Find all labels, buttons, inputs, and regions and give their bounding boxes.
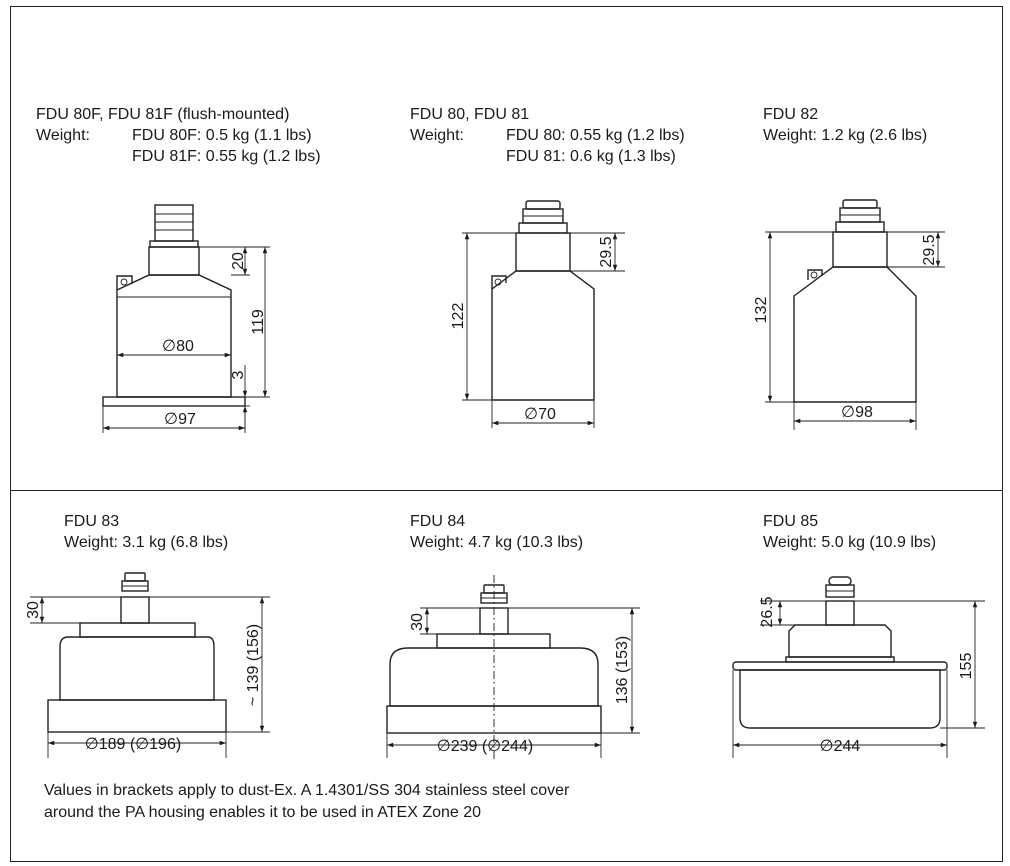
dim-height: ~ 139 (156): [245, 624, 262, 706]
dim-height: 136 (153): [614, 636, 631, 705]
dim-outer-diameter: ∅97: [164, 411, 196, 428]
dim-top: 29.5: [921, 234, 938, 265]
sensor-rim: [732, 661, 948, 671]
dim-inner-diameter: ∅80: [162, 338, 194, 355]
sensor-body: [739, 669, 941, 729]
dim-diameter: ∅244: [820, 738, 861, 755]
mounting-lug: [491, 275, 507, 289]
sensor-top-housing: [788, 624, 892, 658]
caption-fdu80f81f: FDU 80F, FDU 81F (flush-mounted) Weight:…: [36, 104, 321, 167]
mounting-lug: [807, 269, 823, 280]
dim-top: 26.5: [759, 596, 776, 627]
sensor-title: FDU 80, FDU 81: [410, 106, 530, 123]
sensor-drawing-fdu85: 26.5 155 ∅244: [732, 576, 985, 758]
weight-label: Weight:: [410, 127, 464, 144]
dim-top: 30: [409, 613, 426, 631]
sensor-body: [793, 266, 917, 403]
dim-diameter: ∅189 (∅196): [85, 736, 181, 753]
drawing-frame: [10, 6, 1003, 862]
sensor-neck: [515, 232, 571, 272]
dim-diameter: ∅239 (∅244): [437, 738, 533, 755]
sensor-body: [116, 274, 232, 398]
weight-value: FDU 81: 0.6 kg (1.3 lbs): [506, 148, 676, 165]
sensor-drawing-fdu8081: 122 29.5 ∅70: [450, 200, 625, 428]
weight-label: Weight:: [36, 127, 90, 144]
weight-value: FDU 80: 0.55 kg (1.2 lbs): [506, 127, 685, 144]
sensor-drawing-fdu80f81f: 20 119 3 ∅80 ∅97: [102, 204, 270, 433]
weight-value: Weight: 5.0 kg (10.9 lbs): [763, 534, 937, 551]
sensor-drawing-fdu83: 30 ~ 139 (156) ∅189 (∅196): [25, 572, 270, 758]
footnote-line: around the PA housing enables it to be u…: [44, 804, 482, 821]
weight-value: Weight: 3.1 kg (6.8 lbs): [64, 534, 229, 551]
weight-value: Weight: 4.7 kg (10.3 lbs): [410, 534, 584, 551]
sensor-flange: [47, 699, 227, 733]
sensor-flange: [102, 396, 246, 407]
cable-gland: [124, 572, 146, 582]
caption-fdu82: FDU 82 Weight: 1.2 kg (2.6 lbs): [763, 104, 927, 146]
dim-top: 30: [25, 601, 42, 619]
cable-gland: [828, 576, 852, 586]
sensor-drawing-fdu82: 132 29.5 ∅98: [753, 199, 945, 430]
dim-top: 20: [230, 252, 247, 270]
dim-height: 119: [250, 309, 267, 335]
dim-height: 155: [958, 653, 975, 680]
weight-value: Weight: 1.2 kg (2.6 lbs): [763, 127, 928, 144]
sensor-title: FDU 80F, FDU 81F (flush-mounted): [36, 106, 290, 123]
weight-value: FDU 81F: 0.55 kg (1.2 lbs): [132, 148, 321, 165]
cable-gland: [842, 199, 878, 209]
caption-fdu84: FDU 84 Weight: 4.7 kg (10.3 lbs): [410, 511, 583, 553]
footnote: Values in brackets apply to dust-Ex. A 1…: [44, 780, 569, 824]
caption-fdu85: FDU 85 Weight: 5.0 kg (10.9 lbs): [763, 511, 936, 553]
dim-diameter: ∅98: [841, 404, 873, 421]
weight-value: FDU 80F: 0.5 kg (1.1 lbs): [132, 127, 312, 144]
caption-fdu83: FDU 83 Weight: 3.1 kg (6.8 lbs): [64, 511, 228, 553]
dim-flange: 3: [230, 370, 247, 379]
sensor-neck: [832, 231, 888, 268]
section-divider: [10, 490, 1003, 491]
sensor-neck: [148, 246, 200, 276]
sensor-drawing-fdu84: 30 136 (153) ∅239 (∅244): [386, 575, 640, 760]
dim-height: 122: [450, 303, 467, 330]
sensor-body: [491, 270, 595, 401]
dim-top: 29.5: [598, 236, 615, 267]
sensor-title: FDU 83: [64, 513, 120, 530]
sensor-top-plate: [79, 622, 196, 638]
mounting-lug: [116, 275, 133, 290]
cable-gland: [154, 204, 194, 242]
sensor-title: FDU 85: [763, 513, 819, 530]
footnote-line: Values in brackets apply to dust-Ex. A 1…: [44, 782, 570, 799]
dim-height: 132: [753, 297, 770, 324]
sensor-title: FDU 82: [763, 106, 819, 123]
dim-diameter: ∅70: [524, 406, 556, 423]
sensor-title: FDU 84: [410, 513, 466, 530]
sensor-body: [59, 636, 215, 701]
caption-fdu8081: FDU 80, FDU 81 Weight: FDU 80: 0.55 kg (1…: [410, 104, 685, 167]
cable-gland: [525, 200, 561, 210]
sensor-top-plate: [436, 633, 551, 649]
